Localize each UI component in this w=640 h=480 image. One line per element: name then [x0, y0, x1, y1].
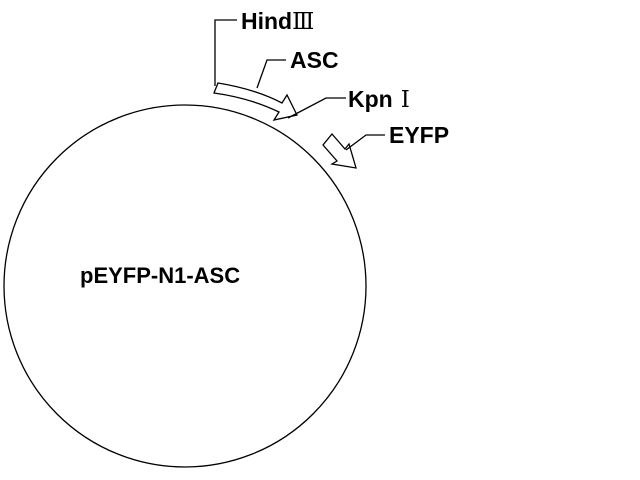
plasmid-backbone: [3, 104, 367, 468]
kpni-name: Kpn: [348, 86, 393, 112]
asc-gene-arrow: [213, 82, 298, 121]
hindiii-name: Hind: [241, 8, 292, 34]
eyfp-gene-arrow: [322, 132, 357, 169]
hindiii-label: HindⅢ: [241, 8, 314, 34]
kpni-leader-line: [287, 97, 346, 119]
asc-label: ASC: [290, 47, 339, 73]
eyfp-label: EYFP: [389, 122, 449, 148]
plasmid-name: pEYFP-N1-ASC: [80, 263, 240, 288]
eyfp-leader-line: [345, 134, 385, 151]
hindiii-leader-line: [214, 19, 237, 86]
asc-leader-line: [256, 59, 286, 89]
kpni-suffix: Ⅰ: [401, 87, 410, 112]
kpni-label: Kpn Ⅰ: [348, 86, 410, 112]
hindiii-suffix: Ⅲ: [292, 9, 314, 34]
